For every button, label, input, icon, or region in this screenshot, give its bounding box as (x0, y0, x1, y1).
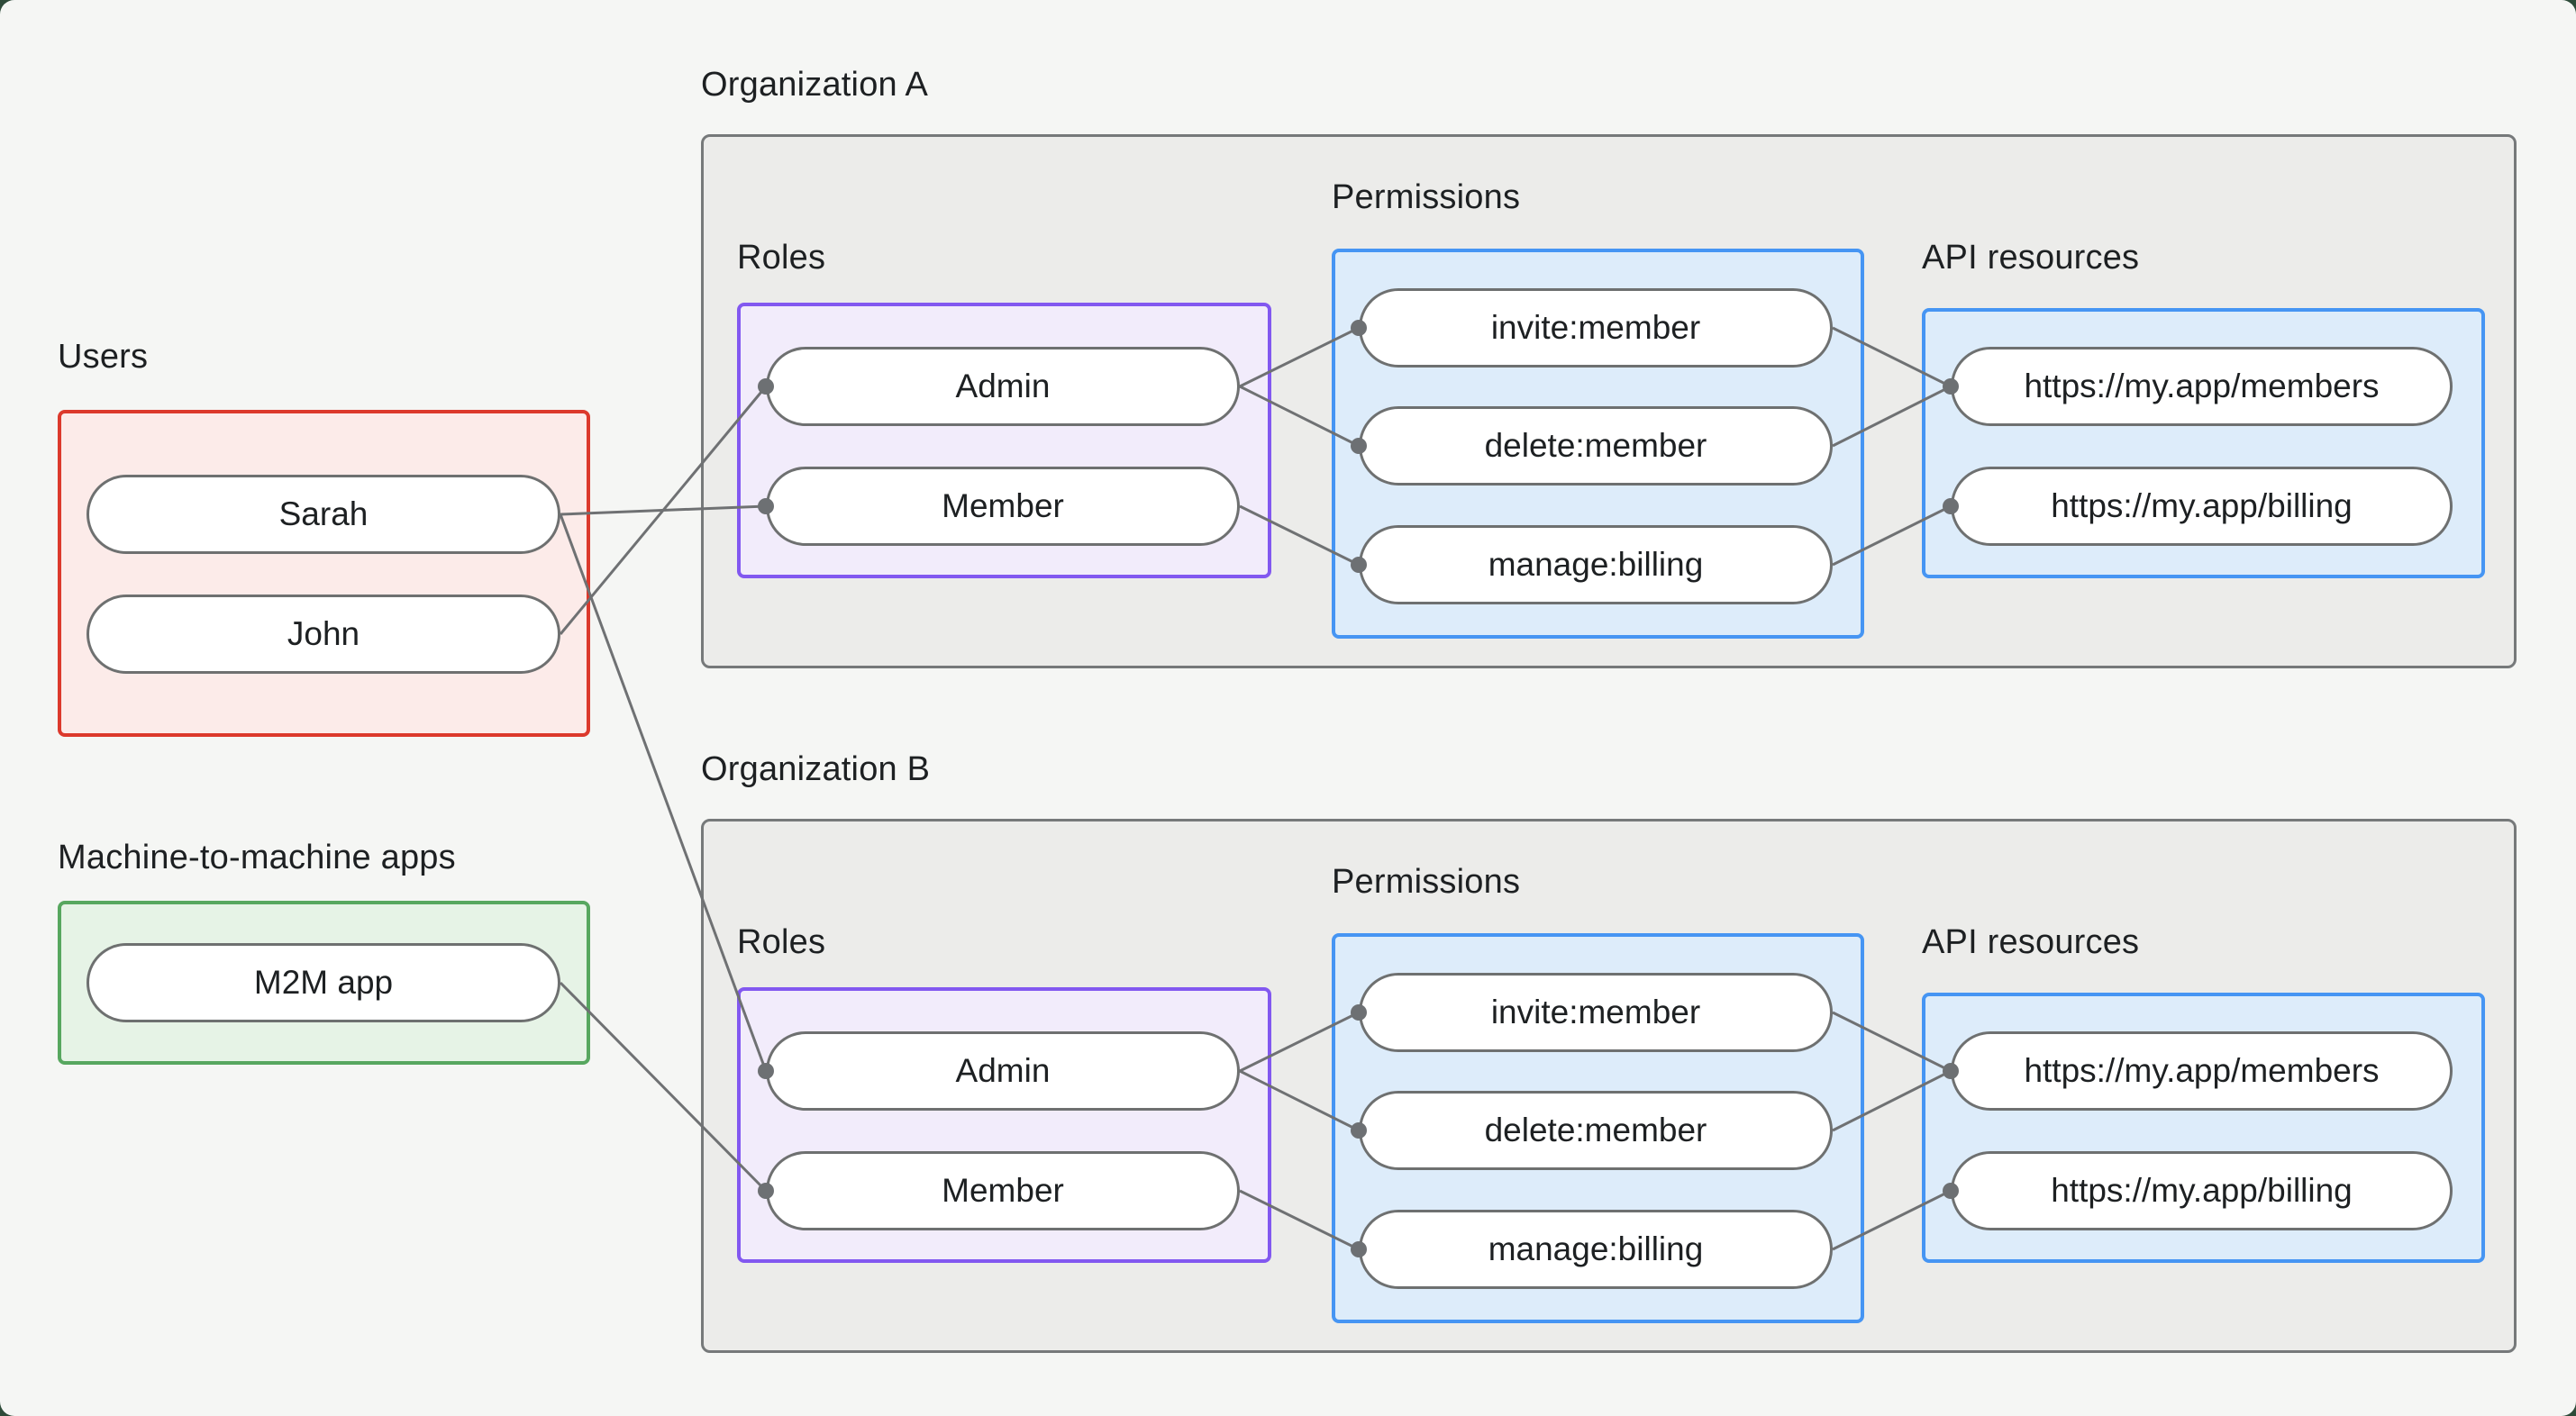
node-org-b-billing-api: https://my.app/billing (1951, 1151, 2453, 1230)
node-org-b-manage-billing: manage:billing (1359, 1210, 1833, 1289)
node-org-a-billing-api: https://my.app/billing (1951, 467, 2453, 546)
org-a-label: Organization A (701, 66, 929, 104)
org-a-roles-label: Roles (737, 239, 826, 277)
org-b-api-resources-label: API resources (1922, 923, 2140, 961)
node-m2m-app: M2M app (86, 943, 560, 1022)
node-org-a-manage-billing: manage:billing (1359, 525, 1833, 604)
node-org-b-invite-member: invite:member (1359, 973, 1833, 1052)
node-org-a-invite-member: invite:member (1359, 288, 1833, 368)
node-org-b-admin: Admin (766, 1031, 1240, 1111)
org-b-roles-label: Roles (737, 923, 826, 961)
node-sarah: Sarah (86, 475, 560, 554)
org-b-permissions-label: Permissions (1332, 863, 1521, 901)
users-group-label: Users (58, 338, 149, 376)
node-org-b-member: Member (766, 1151, 1240, 1230)
org-a-permissions-label: Permissions (1332, 178, 1521, 216)
node-org-a-admin: Admin (766, 347, 1240, 426)
users-group-box (58, 410, 590, 737)
org-a-api-resources-label: API resources (1922, 239, 2140, 277)
m2m-group-label: Machine-to-machine apps (58, 839, 456, 876)
node-john: John (86, 595, 560, 674)
node-org-a-delete-member: delete:member (1359, 406, 1833, 486)
node-org-b-members-api: https://my.app/members (1951, 1031, 2453, 1111)
node-org-b-delete-member: delete:member (1359, 1091, 1833, 1170)
node-org-a-member: Member (766, 467, 1240, 546)
org-b-label: Organization B (701, 750, 931, 788)
node-org-a-members-api: https://my.app/members (1951, 347, 2453, 426)
